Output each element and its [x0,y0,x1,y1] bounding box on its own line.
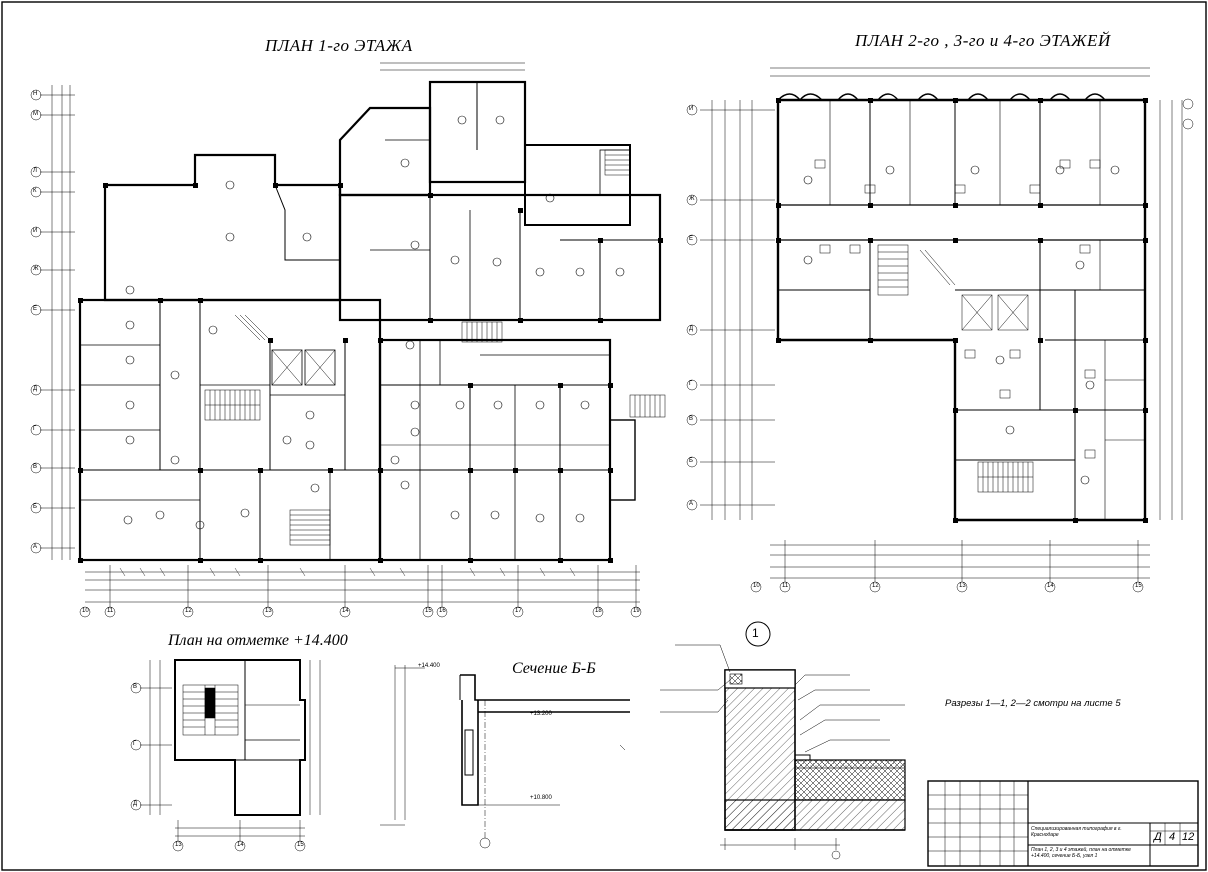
axis-label: 14 [237,842,244,848]
axis-label: Л [33,168,37,174]
title-block-project: Специализированная типография в г. Красн… [1031,826,1122,838]
axis-label: А [33,544,38,550]
axis-label: 12 [185,608,192,614]
axis-label: 11 [107,608,114,614]
level-top: +14.400 [418,663,440,669]
axis-label: 12 [872,583,879,589]
axis-label: 17 [515,608,522,614]
level-mid: +13.200 [530,711,552,717]
section-bb-title: Сечение Б-Б [512,660,596,677]
axis-label: 16 [439,608,446,614]
axis-label: 15 [425,608,432,614]
axis-label: Г [133,741,137,747]
axis-label: Д [689,326,694,332]
node-number: 1 [752,626,759,640]
plan-level-title: План на отметке +14.400 [168,632,348,649]
axis-label: В [133,684,138,690]
sections-note: Разрезы 1—1, 2—2 смотри на листе 5 [945,698,1121,709]
axis-label: 18 [595,608,602,614]
axis-label: А [689,501,694,507]
axis-label: Г [689,381,693,387]
plan-floor1 [30,62,666,618]
axis-label: 14 [342,608,349,614]
axis-label: И [689,106,694,112]
axis-label: Е [33,306,38,312]
axis-label: 13 [265,608,272,614]
axis-label: 19 [633,608,640,614]
title-block-sheets: 12 [1182,831,1195,843]
axis-label: В [689,416,694,422]
axis-label: К [33,188,37,194]
axis-label: 15 [297,842,304,848]
node-1-detail [660,621,906,860]
title-block-sheet-desc: План 1, 2, 3 и 4 этажей, план на отметке… [1031,847,1131,859]
axis-label: Ж [33,266,39,272]
axis-label: 15 [1135,583,1142,589]
axis-label: 11 [782,583,789,589]
axis-label: Ж [689,196,695,202]
axis-label: Е [689,236,694,242]
plan-floor1-title: ПЛАН 1-го ЭТАЖА [265,36,413,55]
axis-label: Б [33,504,37,510]
axis-label: 10 [82,608,89,614]
axis-label: Г [33,426,37,432]
axis-label: М [33,111,38,117]
title-block-sheet: 4 [1169,831,1176,843]
axis-label: 14 [1047,583,1054,589]
axis-label: И [33,228,38,234]
axis-label: 10 [753,583,760,589]
axis-label: Д [133,801,138,807]
axis-label: 13 [175,842,182,848]
title-block [927,780,1199,867]
plan-floor234-title: ПЛАН 2-го , 3-го и 4-го ЭТАЖЕЙ [855,31,1111,50]
plan-level-14400 [130,659,321,852]
title-block-stage: Д [1154,831,1162,843]
axis-label: Б [689,458,693,464]
section-bb [380,665,630,849]
plan-floor234 [686,67,1194,593]
axis-label: 13 [959,583,966,589]
axis-label: Н [33,91,38,97]
axis-label: Д [33,386,38,392]
axis-label: В [33,464,38,470]
level-low: +10.800 [530,795,552,801]
